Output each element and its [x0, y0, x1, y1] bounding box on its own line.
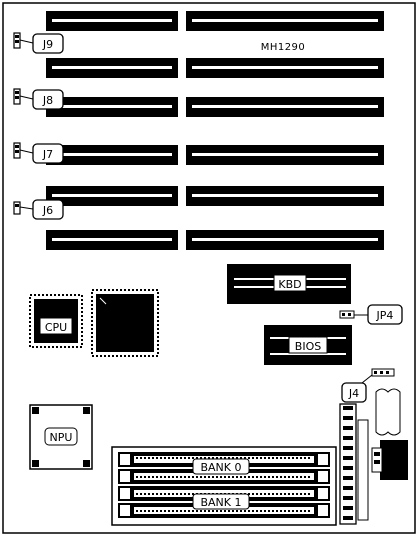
jumper-j8: J8: [13, 88, 64, 110]
expansion-slot-5-long: [186, 186, 384, 206]
board-model-label: MH1290: [261, 42, 306, 53]
jumper-j9: J9: [13, 32, 64, 54]
simm-slot-2: [118, 469, 330, 484]
bios-chip: BIOS: [264, 325, 352, 365]
support-chip-large: [91, 289, 159, 357]
jumper-j8-label: J8: [42, 94, 53, 107]
npu-label: NPU: [50, 431, 73, 444]
jumper-j6-label: J6: [42, 204, 53, 217]
expansion-slot-6-long: [186, 230, 384, 250]
keyboard-connector: [371, 388, 408, 480]
kbd-chip: KBD: [227, 264, 351, 304]
expansion-slot-3-long: [186, 97, 384, 117]
expansion-slot-4-long: [186, 145, 384, 165]
jumper-j4-label: J4: [348, 387, 359, 400]
kbd-chip-label: KBD: [278, 278, 301, 291]
expansion-slot-4-short: [46, 145, 178, 165]
expansion-slot-5-short: [46, 186, 178, 206]
npu-socket: NPU: [29, 404, 93, 470]
jumper-j7: J7: [13, 142, 64, 164]
expansion-slot-3-short: [46, 97, 178, 117]
jumper-j4: J4: [341, 368, 395, 403]
simm-bank-area: BANK 0 BANK 1: [111, 446, 337, 526]
jumper-j9-label: J9: [42, 38, 53, 51]
bank-1-label: BANK 1: [200, 496, 241, 509]
jumper-j7-label: J7: [42, 148, 53, 161]
expansion-slot-1-short: [46, 11, 178, 31]
bios-chip-label: BIOS: [295, 340, 321, 353]
jumper-jp4: JP4: [339, 304, 403, 325]
power-connector-header: [339, 403, 369, 525]
simm-slot-4: [118, 503, 330, 518]
bank-0-label: BANK 0: [200, 461, 241, 474]
expansion-slot-6-short: [46, 230, 178, 250]
jumper-jp4-label: JP4: [376, 309, 394, 322]
jumper-j6: J6: [13, 199, 64, 220]
expansion-slot-1-long: [186, 11, 384, 31]
expansion-slot-2-short: [46, 58, 178, 78]
cpu-label: CPU: [45, 321, 67, 334]
expansion-slot-2-long: [186, 58, 384, 78]
cpu-socket: CPU: [29, 294, 83, 348]
